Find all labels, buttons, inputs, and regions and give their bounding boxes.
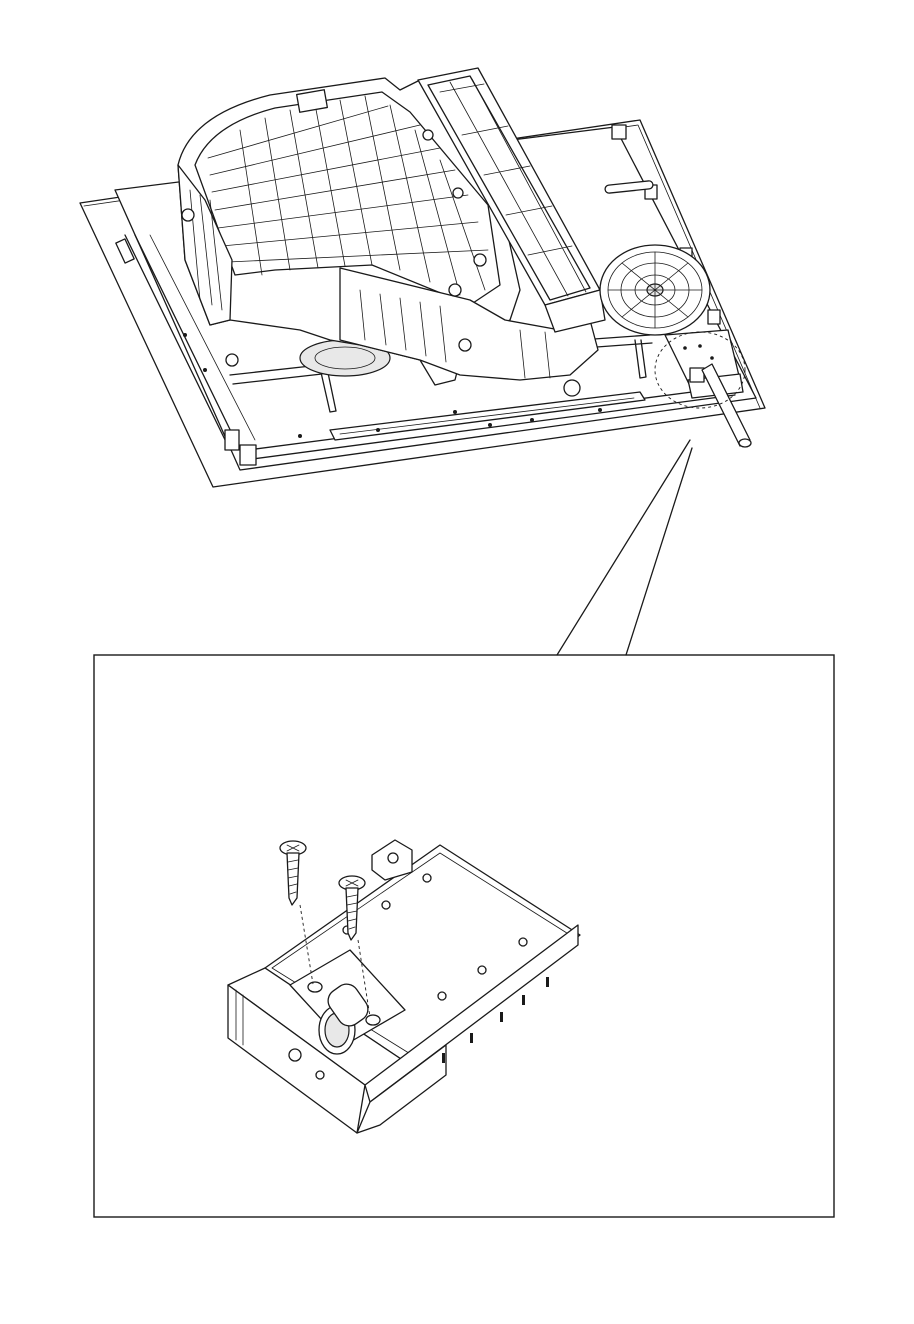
detail-leader-lines	[557, 440, 692, 655]
hob-overview	[80, 68, 765, 487]
screw-left	[280, 841, 306, 905]
coil-grille	[600, 245, 710, 335]
terminal-block-detail	[228, 840, 580, 1133]
